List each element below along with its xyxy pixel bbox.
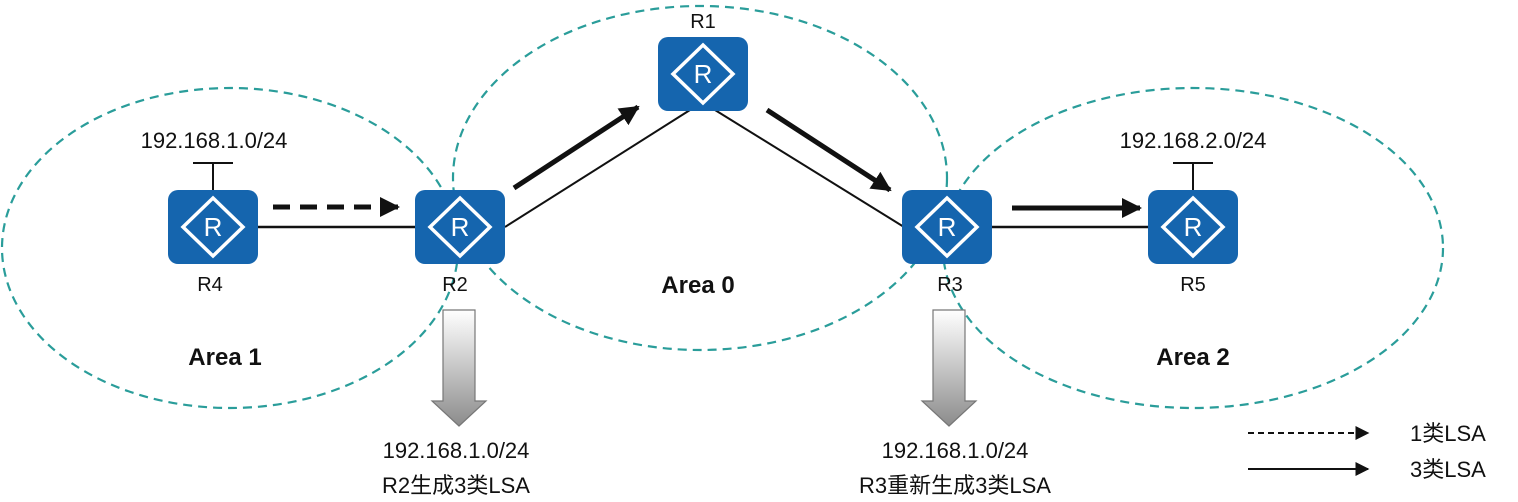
- note-r3-line1: 192.168.1.0/24: [882, 438, 1029, 463]
- router-r5[interactable]: R: [1146, 188, 1240, 266]
- legend-label-type1: 1类LSA: [1410, 421, 1486, 446]
- link-r2-r1: [504, 109, 691, 228]
- router-glyph: R: [938, 212, 957, 242]
- router-label-r5: R5: [1180, 274, 1206, 296]
- router-glyph: R: [1184, 212, 1203, 242]
- area-label-1: Area 1: [188, 344, 261, 371]
- router-glyph: R: [451, 212, 470, 242]
- note-r2-line1: 192.168.1.0/24: [383, 438, 530, 463]
- link-r1-r3: [714, 109, 905, 228]
- note-r3-line2: R3重新生成3类LSA: [859, 473, 1051, 498]
- router-glyph: R: [204, 212, 223, 242]
- router-label-r3: R3: [937, 274, 963, 296]
- network-stub-r4: [193, 162, 233, 192]
- router-label-r2: R2: [442, 274, 468, 296]
- router-label-r1: R1: [690, 11, 716, 33]
- router-glyph: R: [694, 59, 713, 89]
- area-0-boundary: [451, 4, 949, 352]
- router-r1[interactable]: R: [656, 35, 750, 113]
- router-r3[interactable]: R: [900, 188, 994, 266]
- note-r2-line2: R2生成3类LSA: [382, 473, 530, 498]
- network-label-192-168-1-0: 192.168.1.0/24: [141, 128, 288, 153]
- legend: 1类LSA 3类LSA: [1248, 421, 1486, 482]
- down-arrow-r3: [920, 309, 978, 427]
- lsa3-arrow-r2-r1: [512, 104, 640, 191]
- lsa3-arrow-r1-r3: [765, 107, 892, 193]
- router-label-r4: R4: [197, 274, 223, 296]
- area-label-0: Area 0: [661, 272, 734, 299]
- router-r2[interactable]: R: [413, 188, 507, 266]
- legend-label-type3: 3类LSA: [1410, 457, 1486, 482]
- network-label-192-168-2-0: 192.168.2.0/24: [1120, 128, 1267, 153]
- network-stub-r5: [1173, 162, 1213, 192]
- router-r4[interactable]: R: [166, 188, 260, 266]
- area-label-2: Area 2: [1156, 344, 1229, 371]
- down-arrow-r2: [430, 309, 488, 427]
